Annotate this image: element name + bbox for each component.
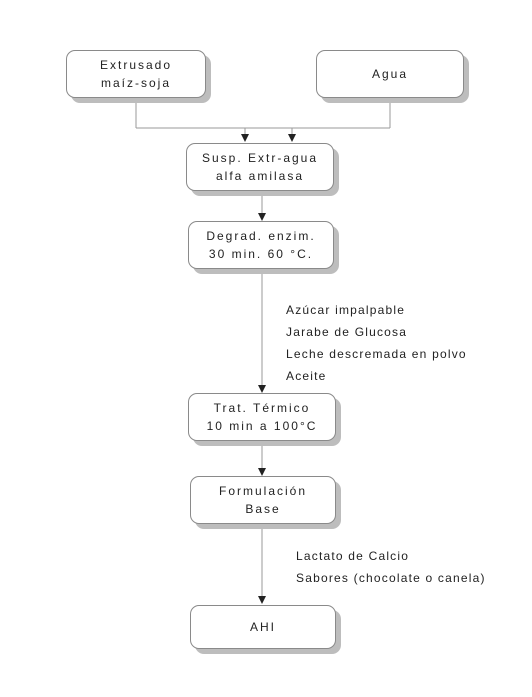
addition-item: Leche descremada en polvo: [286, 347, 467, 361]
node-degradacion-line-1: Degrad. enzim.: [206, 229, 316, 243]
node-formulacion-line-1: Formulación: [218, 484, 308, 498]
addition-item: Azúcar impalpable: [286, 303, 406, 317]
node-formulacion: Formulación Base: [190, 476, 336, 524]
node-agua: Agua: [316, 50, 464, 98]
node-suspension: Susp. Extr-agua alfa amilasa: [186, 143, 334, 191]
node-tratamiento-line-2: 10 min a 100°C: [206, 419, 318, 433]
node-agua-line-1: Agua: [371, 67, 409, 81]
node-tratamiento-line-1: Trat. Térmico: [213, 401, 311, 415]
node-extrusado-line-2: maíz-soja: [100, 76, 171, 90]
node-suspension-line-2: alfa amilasa: [215, 169, 305, 183]
node-extrusado: Extrusado maíz-soja: [66, 50, 206, 98]
node-suspension-line-1: Susp. Extr-agua: [201, 151, 319, 165]
node-degradacion: Degrad. enzim. 30 min. 60 °C.: [188, 221, 334, 269]
node-degradacion-line-2: 30 min. 60 °C.: [208, 247, 314, 261]
node-extrusado-line-1: Extrusado: [99, 58, 173, 72]
node-ahi: AHI: [190, 605, 336, 649]
additions-list-2: Lactato de Calcio Sabores (chocolate o c…: [296, 548, 486, 586]
node-formulacion-line-2: Base: [245, 502, 281, 516]
node-ahi-line-1: AHI: [249, 620, 276, 634]
addition-item: Sabores (chocolate o canela): [296, 571, 486, 585]
addition-item: Lactato de Calcio: [296, 549, 410, 563]
addition-item: Jarabe de Glucosa: [286, 325, 408, 339]
node-tratamiento: Trat. Térmico 10 min a 100°C: [188, 393, 336, 441]
additions-list-1: Azúcar impalpable Jarabe de Glucosa Lech…: [286, 302, 467, 384]
addition-item: Aceite: [286, 369, 327, 383]
